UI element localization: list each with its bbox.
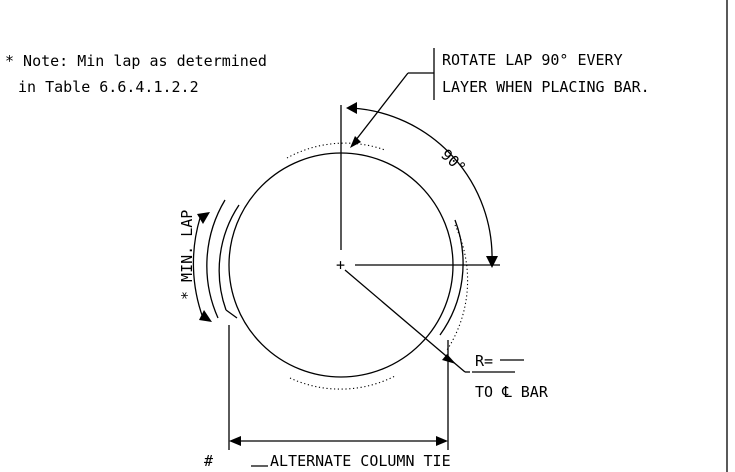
- radius-label-line-2: TO ℄ BAR: [475, 383, 549, 401]
- rotate-note-line-1: ROTATE LAP 90° EVERY: [442, 51, 623, 69]
- tie-lap-left-inner: [218, 204, 240, 311]
- tie-end-hook: [225, 309, 238, 319]
- alternate-lap-right: [446, 224, 469, 351]
- rotation-arc: [351, 107, 493, 263]
- arrowhead-min-lap-top: [197, 212, 210, 224]
- arrowhead-dimension-right: [436, 436, 448, 446]
- arrowhead-radius: [442, 354, 456, 364]
- arrowhead-min-lap-bottom: [199, 310, 212, 322]
- bottom-label-text: ALTERNATE COLUMN TIE: [270, 452, 451, 470]
- tie-lap-left-outer: [206, 199, 226, 319]
- note-line-2: in Table 6.6.4.1.2.2: [18, 78, 199, 96]
- arrowhead-arc-start: [346, 102, 357, 114]
- angle-label: 90°: [437, 146, 469, 178]
- alternate-lap-bottom: [289, 375, 396, 390]
- bottom-label-prefix: #: [204, 452, 213, 470]
- arrowhead-rotate-leader: [350, 136, 361, 148]
- min-lap-arc: [192, 217, 204, 319]
- arrowhead-dimension-left: [229, 436, 241, 446]
- radius-line: [344, 269, 466, 373]
- rotate-note-leader-diagonal: [351, 72, 409, 146]
- arrowhead-arc-end: [486, 256, 498, 268]
- min-lap-label: * MIN. LAP: [178, 210, 196, 300]
- tie-lap-right: [439, 219, 464, 336]
- rotate-note-line-2: LAYER WHEN PLACING BAR.: [442, 78, 650, 96]
- note-line-1: * Note: Min lap as determined: [5, 52, 267, 70]
- radius-label-line-1: R=: [475, 352, 493, 370]
- alternate-lap-top: [286, 142, 386, 159]
- center-mark: +: [336, 256, 345, 274]
